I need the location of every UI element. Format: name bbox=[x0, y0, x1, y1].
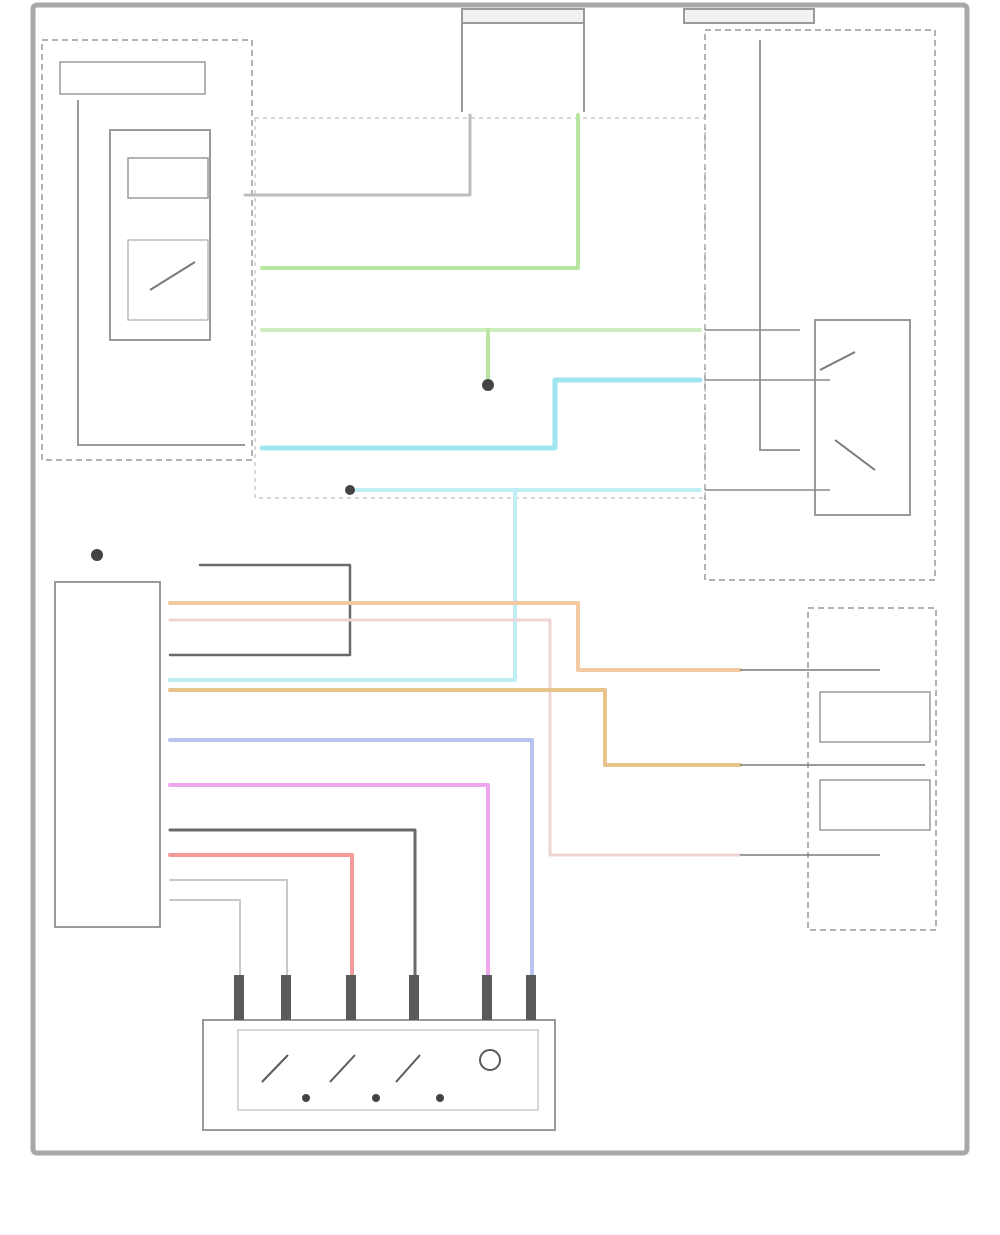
dashed-harness-box bbox=[254, 117, 706, 499]
ground-marker bbox=[91, 549, 103, 561]
body-control-module bbox=[54, 581, 161, 928]
battery-saver-module bbox=[41, 39, 253, 461]
connector-pins bbox=[234, 975, 536, 1020]
right-component-1 bbox=[819, 691, 931, 743]
accessory-relay bbox=[814, 319, 911, 516]
fuse-box-header bbox=[461, 8, 815, 112]
wire-green-1 bbox=[260, 113, 580, 270]
right-component-stack bbox=[807, 607, 937, 931]
wire-blue bbox=[168, 738, 534, 977]
module-bracket bbox=[77, 100, 245, 446]
relay-box-right bbox=[704, 29, 936, 581]
ground-point bbox=[482, 379, 494, 391]
relay-inner-box bbox=[127, 157, 209, 199]
wire-cyan-1 bbox=[259, 377, 703, 451]
relay-bracket bbox=[759, 40, 800, 451]
wire-gray-2 bbox=[169, 899, 241, 976]
wire-orange bbox=[168, 601, 742, 672]
switch-assembly bbox=[202, 1019, 556, 1131]
relay-coil bbox=[127, 239, 209, 321]
wire-right-gray bbox=[740, 669, 925, 856]
relay-contacts bbox=[705, 329, 830, 491]
switch-contacts bbox=[261, 1049, 501, 1083]
wire-gray-1 bbox=[169, 879, 288, 976]
wire-black-2 bbox=[168, 563, 352, 657]
wire-magenta bbox=[168, 783, 490, 977]
splice-point bbox=[345, 485, 355, 495]
wire-pink bbox=[168, 618, 742, 857]
wire-tan bbox=[168, 688, 742, 767]
relay-switch-2 bbox=[834, 439, 876, 471]
relay-switch-3 bbox=[819, 351, 856, 371]
module-title-box bbox=[59, 61, 206, 95]
wire-red bbox=[168, 853, 354, 977]
switch-ground-dots bbox=[302, 1094, 444, 1102]
diagram-frame bbox=[30, 2, 970, 1156]
right-component-2 bbox=[819, 779, 931, 831]
switch-inner bbox=[237, 1029, 539, 1111]
wire-cyan-3 bbox=[168, 488, 517, 682]
battery-saver-relay bbox=[109, 129, 211, 341]
wire-black-1 bbox=[243, 113, 472, 197]
wire-black-3 bbox=[168, 828, 417, 977]
relay-switch bbox=[149, 261, 196, 291]
